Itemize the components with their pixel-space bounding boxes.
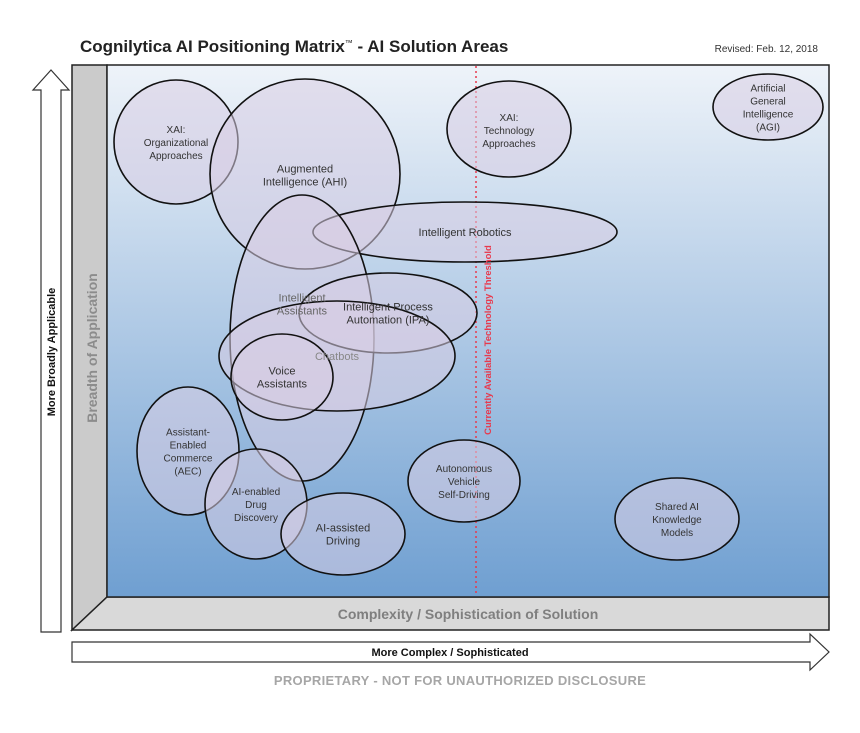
agi-label-line: Artificial <box>750 84 785 95</box>
voice-bubble <box>230 333 334 421</box>
drug-label-line: Drug <box>245 500 267 511</box>
aec-label-line: Enabled <box>170 441 207 452</box>
xai-org-label-line: Approaches <box>149 151 202 162</box>
voice-label-line: Assistants <box>257 379 308 391</box>
xai-tech-label-line: Technology <box>484 126 535 137</box>
revised-date: Revised: Feb. 12, 2018 <box>714 44 818 55</box>
ahi-label-line: Augmented <box>277 164 333 176</box>
driving-label-line: Driving <box>326 536 360 548</box>
shared-label-line: Knowledge <box>652 515 702 526</box>
agi-bubble <box>712 73 824 141</box>
title-suffix: - AI Solution Areas <box>352 37 509 56</box>
chart-title: Cognilytica AI Positioning Matrix™ - AI … <box>80 37 508 57</box>
ipa-label-line: Automation (IPA) <box>347 315 430 327</box>
threshold-label: Currently Available Technology Threshold <box>483 245 494 435</box>
proprietary-notice: PROPRIETARY - NOT FOR UNAUTHORIZED DISCL… <box>273 673 647 688</box>
robotics-label-line: Intelligent Robotics <box>419 227 512 239</box>
ipa-label-line: Intelligent Process <box>343 302 433 314</box>
ahi-label-line: Intelligence (AHI) <box>263 177 347 189</box>
voice-label-line: Voice <box>269 366 296 378</box>
x-arrow <box>71 632 830 672</box>
trademark-mark: ™ <box>344 38 353 48</box>
driving-label-line: AI-assisted <box>316 523 370 535</box>
xai-tech-label-line: Approaches <box>482 139 535 150</box>
y-axis-label: Breadth of Application <box>84 273 100 423</box>
driving-bubble <box>280 492 406 576</box>
shared-label-line: Models <box>661 528 693 539</box>
y-arrow-label: More Broadly Applicable <box>46 288 58 417</box>
xai-org-label-line: Organizational <box>144 138 208 149</box>
x-axis-label: Complexity / Sophistication of Solution <box>338 606 599 622</box>
xai-org-label-line: XAI: <box>167 125 186 136</box>
agi-label-line: General <box>750 97 786 108</box>
y-arrow <box>31 69 71 633</box>
robotics-label: Intelligent Robotics <box>419 227 512 239</box>
assistants-label-line: Assistants <box>277 306 328 318</box>
aec-label-line: Commerce <box>164 454 213 465</box>
drug-label-line: Discovery <box>234 513 278 524</box>
chatbots-label: Chatbots <box>315 351 360 363</box>
x-arrow-label: More Complex / Sophisticated <box>371 647 528 659</box>
assistants-label-line: Intelligent <box>278 293 325 305</box>
autonomous-label-line: Vehicle <box>448 477 481 488</box>
xai-tech-bubble <box>446 80 572 178</box>
aec-label-line: Assistant- <box>166 428 210 439</box>
autonomous-label-line: Self-Driving <box>438 490 490 501</box>
drug-label-line: AI-enabled <box>232 487 280 498</box>
shared-bubble <box>614 477 740 561</box>
shared-label-line: Shared AI <box>655 502 699 513</box>
autonomous-label-line: Autonomous <box>436 464 492 475</box>
autonomous-bubble <box>407 439 521 523</box>
agi-label-line: (AGI) <box>756 123 780 134</box>
aec-label-line: (AEC) <box>174 467 201 478</box>
xai-tech-label-line: XAI: <box>500 113 519 124</box>
chatbots-label-line: Chatbots <box>315 351 360 363</box>
agi-label-line: Intelligence <box>743 110 794 121</box>
title-main: Cognilytica AI Positioning Matrix <box>80 37 345 56</box>
